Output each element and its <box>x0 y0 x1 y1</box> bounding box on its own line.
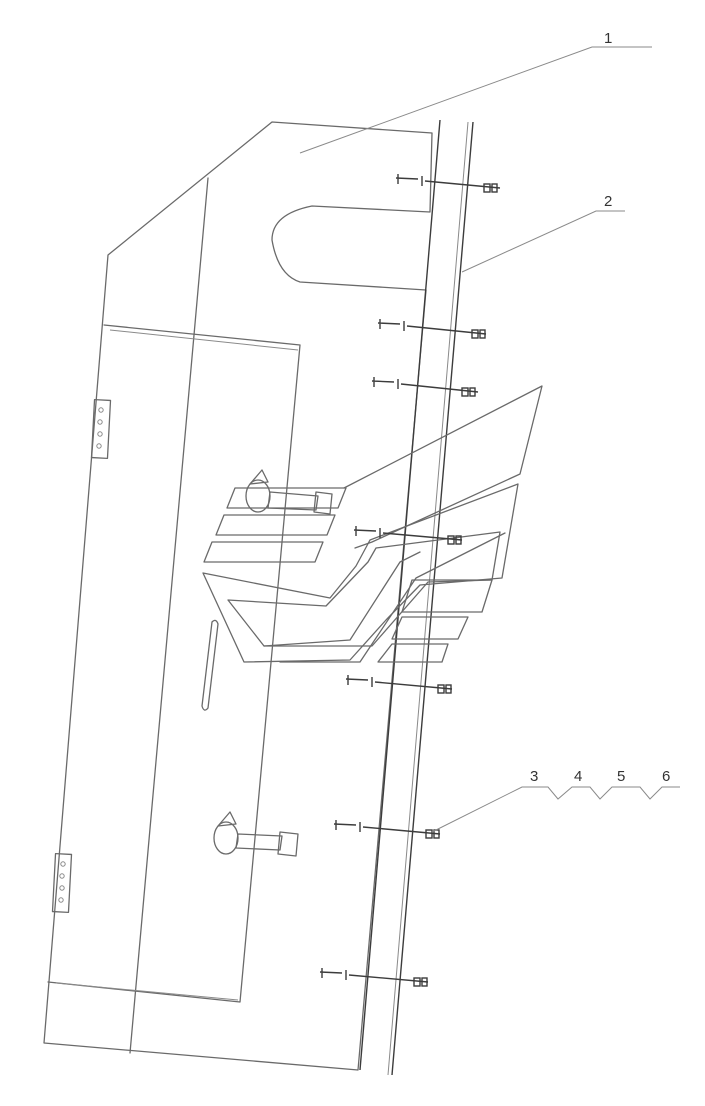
leader-line-2 <box>461 210 625 273</box>
callout-6: 6 <box>662 768 670 785</box>
fastener-set <box>377 319 487 339</box>
callout-4: 4 <box>574 768 582 785</box>
fastener-set <box>395 174 501 193</box>
callout-5: 5 <box>617 768 625 785</box>
leader-line-1 <box>299 46 652 154</box>
callout-2: 2 <box>604 193 612 210</box>
lower-hinge <box>51 852 73 914</box>
seal-strip <box>359 119 474 1076</box>
fastener-set <box>319 968 429 987</box>
fastener-set <box>345 675 453 694</box>
door-panel <box>43 121 433 1071</box>
leader-line-3-6 <box>431 786 680 833</box>
fastener-set <box>333 820 441 839</box>
callout-3: 3 <box>530 768 538 785</box>
panel-slot <box>201 619 219 711</box>
fastener-set <box>353 526 463 545</box>
logo-emblem <box>202 385 543 663</box>
fastener-set <box>371 377 479 397</box>
lower-door-handle <box>213 811 299 857</box>
upper-hinge <box>90 398 112 460</box>
upper-door-handle <box>245 469 333 515</box>
callout-1: 1 <box>604 30 612 47</box>
